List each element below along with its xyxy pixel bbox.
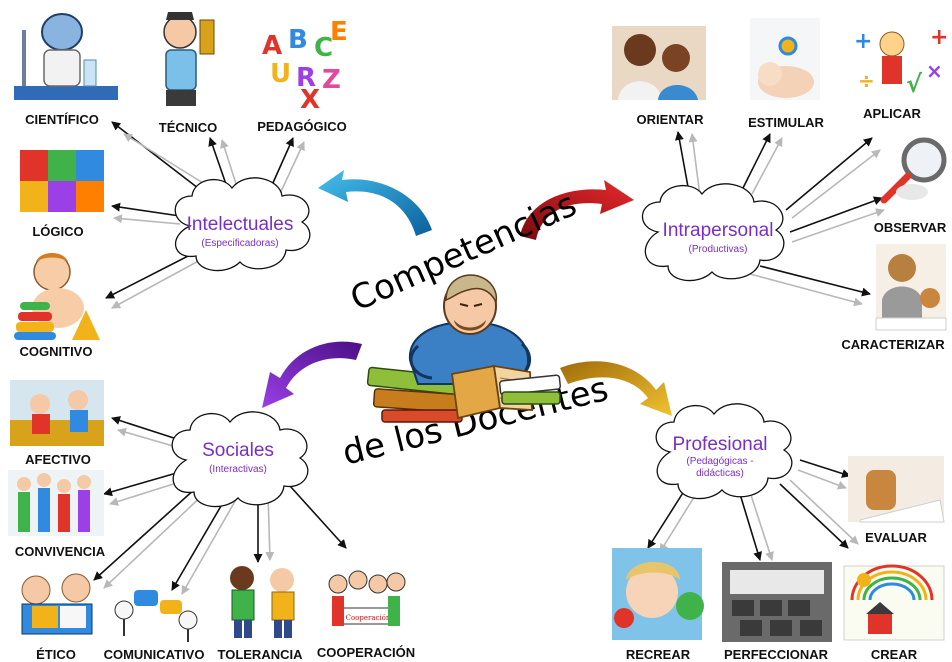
children-playing-picture bbox=[10, 380, 104, 446]
cooperation-picture: Cooperación bbox=[328, 570, 406, 626]
technician-picture bbox=[163, 12, 215, 106]
red-curved-arrow bbox=[520, 180, 634, 240]
label-cooperacion: COOPERACIÓN bbox=[317, 645, 415, 660]
cloud-sociales: Sociales (Interactivas) bbox=[171, 411, 309, 508]
cloud-profesional: Profesional (Pedagógicas - didácticas) bbox=[655, 403, 793, 500]
svg-text:B: B bbox=[288, 25, 308, 55]
cloud-intrapersonal: Intrapersonal (Productivas) bbox=[641, 183, 785, 282]
svg-text:√: √ bbox=[906, 70, 923, 98]
svg-text:÷: ÷ bbox=[858, 69, 875, 93]
label-etico: ÉTICO bbox=[36, 647, 76, 662]
cloud-intelectuales: Intelectuales (Especificadoras) bbox=[174, 177, 311, 272]
cloud-subtitle-profesional-2: didácticas) bbox=[696, 468, 744, 479]
label-perfeccionar: PERFECCIONAR bbox=[724, 647, 829, 662]
label-afectivo: AFECTIVO bbox=[25, 452, 91, 467]
label-pedagogico: PEDAGÓGICO bbox=[257, 119, 347, 134]
mother-daughter-picture bbox=[612, 26, 706, 100]
cloud-title-profesional: Profesional bbox=[672, 434, 767, 455]
label-caracterizar: CARACTERIZAR bbox=[841, 337, 945, 352]
label-comunicativo: COMUNICATIVO bbox=[104, 647, 205, 662]
label-observar: OBSERVAR bbox=[874, 220, 947, 235]
magnifier-picture bbox=[880, 137, 947, 204]
cooperation-sign-text: Cooperación bbox=[346, 614, 391, 622]
label-convivencia: CONVIVENCIA bbox=[15, 544, 106, 559]
label-evaluar: EVALUAR bbox=[865, 530, 927, 545]
label-estimular: ESTIMULAR bbox=[748, 115, 824, 130]
svg-text:×: × bbox=[926, 59, 943, 83]
painted-child-picture bbox=[612, 548, 704, 640]
cloud-subtitle-intrapersonal: (Productivas) bbox=[689, 244, 748, 255]
cloud-title-intrapersonal: Intrapersonal bbox=[663, 220, 774, 241]
alphabet-letters-picture: A B C U R Z X E bbox=[262, 17, 348, 115]
label-recrear: RECREAR bbox=[626, 647, 691, 662]
teacher-reading-illustration bbox=[366, 274, 562, 423]
teacher-student-picture bbox=[875, 244, 947, 331]
svg-text:U: U bbox=[270, 59, 291, 89]
math-symbols-picture: + + √ × ÷ bbox=[854, 25, 948, 98]
label-tolerancia: TOLERANCIA bbox=[218, 647, 304, 662]
label-cientifico: CIENTÍFICO bbox=[25, 112, 99, 127]
kids-reading-picture bbox=[21, 573, 93, 635]
cloud-subtitle-profesional-1: (Pedagógicas - bbox=[686, 456, 753, 467]
connectors-sociales bbox=[93, 416, 347, 595]
puzzle-picture bbox=[20, 150, 104, 212]
classroom-picture bbox=[722, 562, 832, 642]
cloud-title-sociales: Sociales bbox=[202, 440, 274, 461]
label-crear: CREAR bbox=[871, 647, 918, 662]
blue-curved-arrow bbox=[318, 170, 432, 236]
svg-text:Z: Z bbox=[322, 65, 341, 95]
svg-text:R: R bbox=[296, 63, 316, 93]
writing-picture bbox=[848, 456, 945, 523]
scientist-picture bbox=[14, 13, 118, 100]
labels: CIENTÍFICO TÉCNICO PEDAGÓGICO LÓGICO COG… bbox=[15, 106, 947, 662]
two-kids-picture bbox=[230, 566, 295, 638]
label-orientar: ORIENTAR bbox=[637, 112, 705, 127]
svg-text:+: + bbox=[854, 29, 872, 54]
baby-rings-picture bbox=[14, 253, 100, 340]
cloud-subtitle-sociales: (Interactivas) bbox=[209, 464, 267, 475]
label-cognitivo: COGNITIVO bbox=[20, 344, 93, 359]
cloud-title-intelectuales: Intelectuales bbox=[187, 214, 294, 235]
svg-text:A: A bbox=[262, 31, 282, 61]
gold-curved-arrow bbox=[560, 361, 672, 416]
svg-text:E: E bbox=[330, 17, 348, 47]
label-logico: LÓGICO bbox=[32, 224, 83, 239]
svg-text:C: C bbox=[314, 33, 333, 63]
cloud-subtitle-intelectuales: (Especificadoras) bbox=[201, 238, 278, 249]
purple-curved-arrow bbox=[262, 341, 362, 408]
connectors-profesional bbox=[647, 459, 859, 561]
child-drawing-picture bbox=[843, 564, 945, 641]
baby-toy-picture bbox=[750, 18, 820, 100]
label-tecnico: TÉCNICO bbox=[159, 120, 218, 135]
svg-text:+: + bbox=[930, 25, 948, 50]
label-aplicar: APLICAR bbox=[863, 106, 921, 121]
communication-picture bbox=[114, 590, 198, 642]
svg-text:X: X bbox=[300, 85, 320, 115]
children-group-picture bbox=[8, 470, 104, 536]
